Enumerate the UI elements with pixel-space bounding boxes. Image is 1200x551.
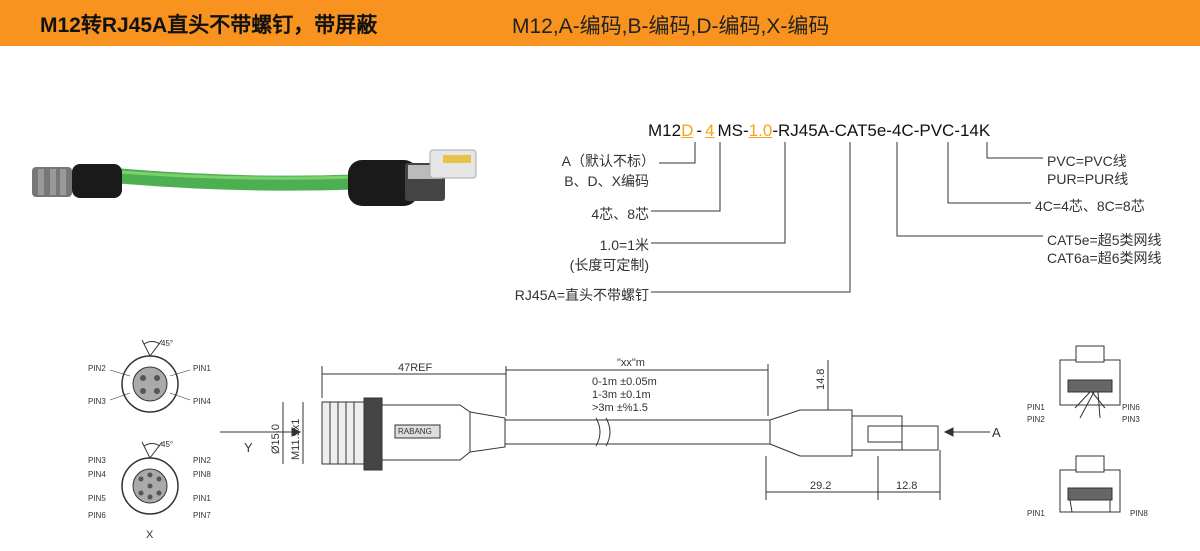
rj45-top-pin6: PIN6 <box>1122 403 1140 412</box>
dim-12-8: 12.8 <box>896 480 917 492</box>
cable-side-drawing <box>220 360 990 500</box>
m12-8pin-face: 45° PIN3 PIN4 PIN5 PIN6 PIN2 PIN8 PIN1 P… <box>88 440 211 541</box>
dim-diameter: Ø15.0 <box>270 424 282 454</box>
m12-8pin-pin4: PIN4 <box>88 470 106 479</box>
cable-photo <box>32 149 477 206</box>
label-coding-1: A（默认不标） <box>561 153 655 169</box>
angle-label-8pin: 45° <box>161 440 173 449</box>
rj45-top-face <box>1059 345 1121 419</box>
angle-label-4pin: 45° <box>161 339 173 348</box>
view-x-label: X <box>146 529 154 541</box>
code-leader-lines <box>651 142 1043 293</box>
page-title: M12转RJ45A直头不带螺钉，带屏蔽 <box>40 14 378 37</box>
dim-cable-length: "xx"m <box>617 357 645 369</box>
m12-4pin-pin2: PIN2 <box>88 364 106 373</box>
code-sep: - <box>696 121 703 140</box>
rj45-top-pin3: PIN3 <box>1122 415 1140 424</box>
header-bar: M12转RJ45A直头不带螺钉，带屏蔽 M12,A-编码,B-编码,D-编码,X… <box>0 0 1200 46</box>
m12-4pin-pin4: PIN4 <box>193 397 211 406</box>
coding-options: M12,A-编码,B-编码,D-编码,X-编码 <box>512 15 830 38</box>
label-length-2: (长度可定制) <box>569 257 649 273</box>
label-coding-2: B、D、X编码 <box>564 173 649 189</box>
code-prefix: M12 <box>648 121 682 140</box>
label-jacket-1: PVC=PVC线 <box>1047 153 1127 169</box>
rj45-bottom-pin8: PIN8 <box>1130 509 1148 518</box>
label-cat-2: CAT6a=超6类网线 <box>1047 250 1162 266</box>
m12-8pin-pin5: PIN5 <box>88 494 106 503</box>
label-jacket-2: PUR=PUR线 <box>1047 171 1129 187</box>
code-coding: D <box>681 121 694 140</box>
m12-4pin-pin1: PIN1 <box>193 364 211 373</box>
m12-8pin-pin6: PIN6 <box>88 511 106 520</box>
label-cores: 4芯、8芯 <box>591 206 649 222</box>
m12-8pin-pin8: PIN8 <box>193 470 211 479</box>
dim-thread: M11.9x1 <box>290 419 302 460</box>
rj45-bottom-face <box>1059 455 1121 513</box>
m12-4pin-pin3: PIN3 <box>88 397 106 406</box>
code-length: 1.0 <box>748 121 773 140</box>
view-a-label: A <box>992 425 1001 440</box>
m12-4pin-face: 45° PIN2 PIN1 PIN3 PIN4 <box>88 339 211 413</box>
dim-29-2: 29.2 <box>810 480 831 492</box>
code-ms: MS- <box>717 121 749 140</box>
label-rj45: RJ45A=直头不带螺钉 <box>514 287 649 303</box>
rj45-bottom-pin1: PIN1 <box>1027 509 1045 518</box>
m12-8pin-pin3: PIN3 <box>88 456 106 465</box>
tolerance-row-1: 0-1m ±0.05m <box>592 376 657 388</box>
label-cat-1: CAT5e=超5类网线 <box>1047 232 1162 248</box>
view-y-label: Y <box>244 440 253 455</box>
rj45-top-pin2: PIN2 <box>1027 415 1045 424</box>
code-rest: -RJ45A-CAT5e-4C-PVC-14K <box>772 121 991 140</box>
dim-47ref: 47REF <box>398 362 433 374</box>
tolerance-row-3: >3m ±%1.5 <box>592 402 648 414</box>
dim-14-8: 14.8 <box>815 369 827 390</box>
m12-8pin-pin1: PIN1 <box>193 494 211 503</box>
tolerance-row-2: 1-3m ±0.1m <box>592 389 651 401</box>
rj45-top-pin1: PIN1 <box>1027 403 1045 412</box>
label-core-count: 4C=4芯、8C=8芯 <box>1035 198 1145 214</box>
code-cores: 4 <box>705 121 715 140</box>
m12-8pin-pin7: PIN7 <box>193 511 211 520</box>
m12-8pin-pin2: PIN2 <box>193 456 211 465</box>
brand-mark: RABANG <box>398 427 432 436</box>
label-length-1: 1.0=1米 <box>599 237 649 253</box>
